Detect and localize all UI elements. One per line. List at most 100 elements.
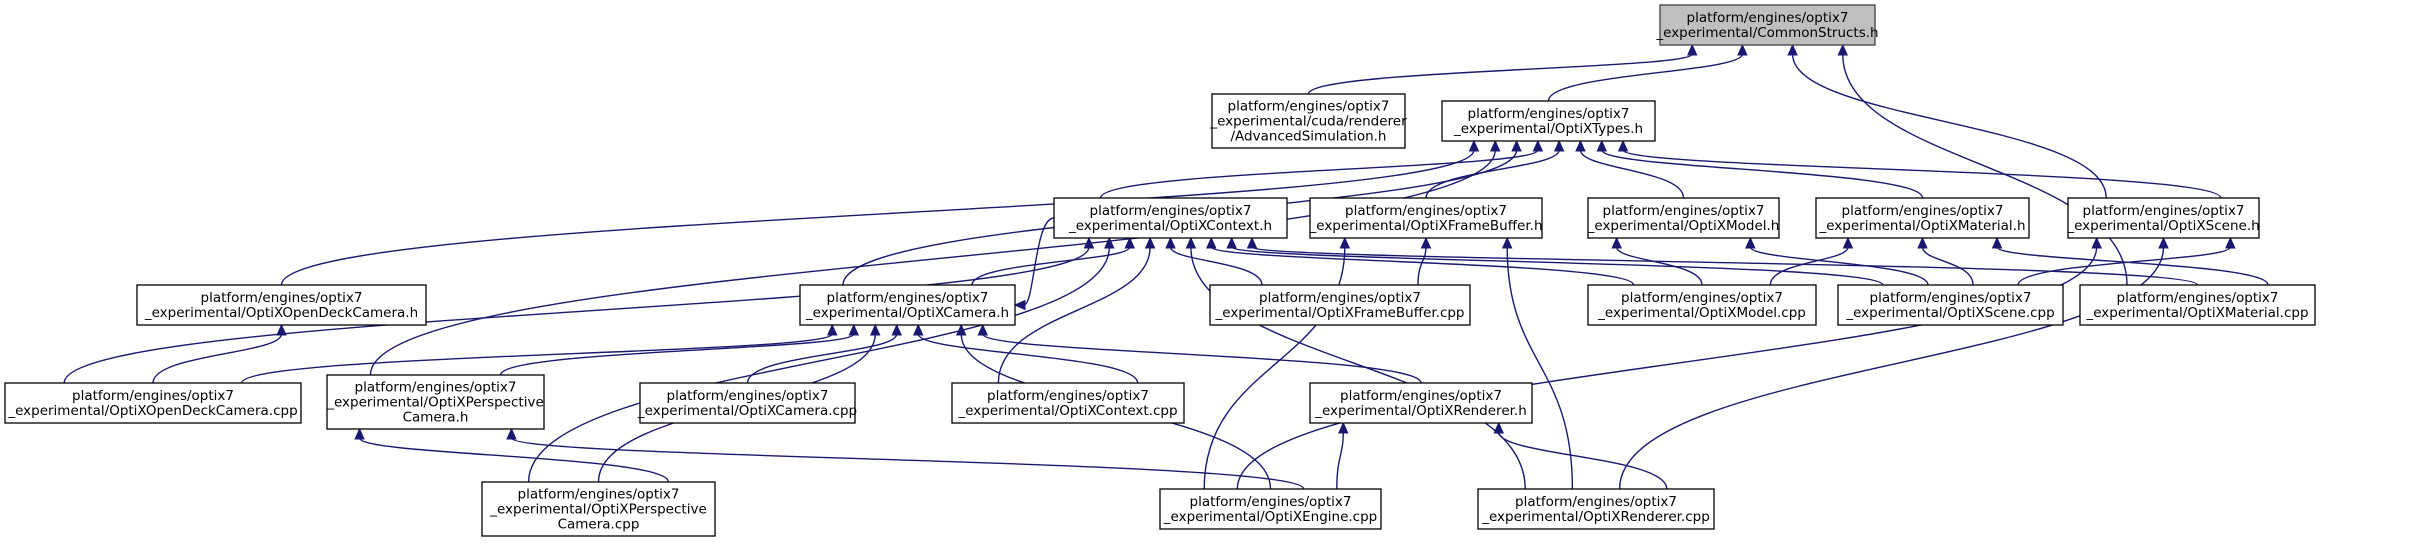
arrowhead-optix_context_h-to-optix_types_h	[1532, 139, 1544, 152]
arrowhead-optix_material_h-to-optix_types_h	[1596, 139, 1608, 152]
edge-optix_opendeck_camera_cpp-to-optix_camera_h	[241, 333, 833, 384]
edge-optix_engine_cpp-to-optix_framebuffer_h	[1203, 246, 1346, 490]
node-label-line: _experimental/OptiXEngine.cpp	[1163, 509, 1377, 525]
node-label-line: platform/engines/optix7	[1621, 290, 1783, 306]
node-optix-opendeck-camera-cpp[interactable]: platform/engines/optix7_experimental/Opt…	[4, 382, 302, 424]
edge-optix_context_h-to-optix_types_h	[1099, 149, 1539, 199]
node-optix-perspective-camera-h[interactable]: platform/engines/optix7_experimental/Opt…	[326, 374, 545, 430]
arrowhead-optix_model_h-to-optix_types_h	[1575, 139, 1586, 152]
node-box	[2067, 197, 2260, 239]
arrowhead-optix_perspective_camera_cpp-to-optix_context_h	[1104, 236, 1115, 249]
arrowhead-optix_engine_cpp-to-optix_scene_h	[2091, 236, 2102, 249]
node-optix-scene-h[interactable]: platform/engines/optix7_experimental/Opt…	[2066, 197, 2260, 239]
node-label-line: platform/engines/optix7	[1870, 290, 2032, 306]
edge-optix_opendeck_camera_cpp-to-optix_context_h	[63, 246, 1090, 384]
arrowhead-optix_types_h-to-common_structs_h	[1737, 43, 1748, 56]
edge-optix_scene_cpp-to-optix_context_h	[1230, 246, 1884, 286]
edge-optix_perspective_camera_h-to-optix_camera_h	[499, 333, 855, 376]
node-optix-framebuffer-h[interactable]: platform/engines/optix7_experimental/Opt…	[1309, 197, 1543, 239]
node-box	[2079, 284, 2316, 326]
node-box	[1309, 197, 1543, 239]
node-optix-context-h[interactable]: platform/engines/optix7_experimental/Opt…	[1053, 197, 1288, 239]
arrowhead-optix_perspective_camera_h-to-optix_types_h	[1489, 139, 1501, 152]
node-label-line: Camera.h	[403, 410, 469, 426]
arrowhead-optix_context_cpp-to-optix_context_h	[1144, 236, 1156, 249]
node-label-line: _experimental/cuda/renderer	[1209, 114, 1407, 130]
node-optix-camera-h[interactable]: platform/engines/optix7_experimental/Opt…	[799, 284, 1016, 326]
edge-optix_scene_h-to-optix_types_h	[1622, 149, 2222, 199]
arrowhead-optix_scene_cpp-to-optix_context_h	[1226, 236, 1237, 249]
node-label-line: _experimental/OptiXMaterial.h	[1818, 218, 2025, 234]
node-optix-types-h[interactable]: platform/engines/optix7_experimental/Opt…	[1441, 100, 1656, 142]
node-optix-camera-cpp[interactable]: platform/engines/optix7_experimental/Opt…	[637, 382, 857, 424]
node-optix-scene-cpp[interactable]: platform/engines/optix7_experimental/Opt…	[1837, 284, 2064, 326]
edge-optix_material_cpp-to-optix_material_h	[1996, 246, 2269, 286]
arrowhead-optix_context_h-to-optix_camera_h	[1013, 299, 1026, 311]
node-label-line: /AdvancedSimulation.h	[1231, 129, 1387, 145]
edge-optix_model_h-to-optix_types_h	[1579, 149, 1685, 199]
node-label-line: _experimental/OptiXRenderer.cpp	[1481, 509, 1710, 525]
node-label-line: platform/engines/optix7	[1687, 10, 1849, 26]
node-box	[1815, 197, 2030, 239]
node-box	[799, 284, 1016, 326]
arrowhead-optix_model_cpp-to-optix_model_h	[1611, 236, 1622, 249]
arrowhead-optix_opendeck_camera_cpp-to-optix_opendeck_camera_h	[276, 323, 287, 336]
arrowhead-optix_scene_cpp-to-optix_material_h	[1917, 236, 1928, 249]
node-optix-framebuffer-cpp[interactable]: platform/engines/optix7_experimental/Opt…	[1209, 284, 1471, 326]
arrowhead-optix_scene_h-to-optix_types_h	[1617, 139, 1629, 152]
node-label-line: _experimental/OptiXRenderer.h	[1314, 403, 1527, 419]
node-label-line: platform/engines/optix7	[1603, 203, 1765, 219]
node-box	[639, 382, 856, 424]
arrowhead-optix_renderer_cpp-to-optix_framebuffer_h	[1501, 236, 1513, 249]
node-advanced-simulation-h[interactable]: platform/engines/optix7_experimental/cud…	[1209, 93, 1407, 149]
edge-optix_perspective_camera_cpp-to-optix_context_h	[527, 246, 1111, 483]
node-label-line: Camera.cpp	[558, 517, 640, 533]
node-label-line: platform/engines/optix7	[667, 388, 829, 404]
arrowhead-optix_material_cpp-to-optix_context_h	[1246, 236, 1258, 249]
node-box	[326, 374, 545, 430]
arrowhead-advanced_simulation_h-to-common_structs_h	[1686, 43, 1698, 56]
arrowhead-optix_engine_cpp-to-optix_framebuffer_h	[1339, 236, 1351, 249]
node-label-line: _experimental/OptiXOpenDeckCamera.cpp	[7, 403, 297, 419]
node-box	[1659, 4, 1876, 46]
node-optix-perspective-camera-cpp[interactable]: platform/engines/optix7_experimental/Opt…	[481, 481, 716, 537]
edge-optix_material_cpp-to-common_structs_h	[1842, 53, 2128, 286]
edge-optix_model_cpp-to-optix_material_h	[1769, 246, 1849, 286]
node-optix-material-cpp[interactable]: platform/engines/optix7_experimental/Opt…	[2079, 284, 2316, 326]
edge-optix_context_cpp-to-optix_camera_h	[917, 333, 1139, 384]
node-label-line: _experimental/OptiXModel.h	[1587, 218, 1780, 234]
arrowhead-optix_renderer_cpp-to-optix_scene_h	[2158, 236, 2169, 249]
node-box	[1159, 488, 1382, 530]
edge-optix_material_h-to-optix_types_h	[1601, 149, 1924, 199]
node-optix-model-h[interactable]: platform/engines/optix7_experimental/Opt…	[1587, 197, 1780, 239]
node-optix-model-cpp[interactable]: platform/engines/optix7_experimental/Opt…	[1587, 284, 1817, 326]
node-optix-material-h[interactable]: platform/engines/optix7_experimental/Opt…	[1815, 197, 2030, 239]
node-label-line: _experimental/OptiXOpenDeckCamera.h	[144, 305, 418, 321]
edge-optix_scene_cpp-to-optix_model_h	[1749, 246, 1929, 286]
node-optix-context-cpp[interactable]: platform/engines/optix7_experimental/Opt…	[951, 382, 1185, 424]
node-box	[136, 284, 427, 326]
node-box	[1837, 284, 2064, 326]
edge-optix_scene_cpp-to-optix_material_h	[1921, 246, 1974, 286]
node-box	[1309, 382, 1533, 424]
node-optix-opendeck-camera-h[interactable]: platform/engines/optix7_experimental/Opt…	[136, 284, 427, 326]
node-label-line: platform/engines/optix7	[201, 290, 363, 306]
edge-optix_context_cpp-to-optix_context_h	[997, 246, 1151, 384]
node-box	[1587, 197, 1780, 239]
node-label-line: _experimental/OptiXFrameBuffer.cpp	[1215, 305, 1465, 321]
edge-optix_framebuffer_h-to-optix_types_h	[1425, 149, 1560, 199]
arrowhead-optix_framebuffer_cpp-to-optix_framebuffer_h	[1420, 236, 1432, 249]
node-label-line: platform/engines/optix7	[1228, 99, 1390, 115]
node-label-line: platform/engines/optix7	[1468, 106, 1630, 122]
node-optix-renderer-cpp[interactable]: platform/engines/optix7_experimental/Opt…	[1477, 488, 1715, 530]
node-box	[1209, 284, 1471, 326]
node-label-line: platform/engines/optix7	[1345, 203, 1507, 219]
node-common-structs-h[interactable]: platform/engines/optix7_experimental/Com…	[1655, 4, 1879, 46]
node-optix-engine-cpp[interactable]: platform/engines/optix7_experimental/Opt…	[1159, 488, 1382, 530]
node-optix-renderer-h[interactable]: platform/engines/optix7_experimental/Opt…	[1309, 382, 1533, 424]
edge-optix_model_cpp-to-optix_context_h	[1210, 246, 1635, 286]
arrowhead-optix_material_cpp-to-common_structs_h	[1837, 43, 1849, 56]
node-label-line: _experimental/OptiXMaterial.cpp	[2085, 305, 2308, 321]
node-label-line: _experimental/OptiXPerspective	[326, 395, 544, 411]
